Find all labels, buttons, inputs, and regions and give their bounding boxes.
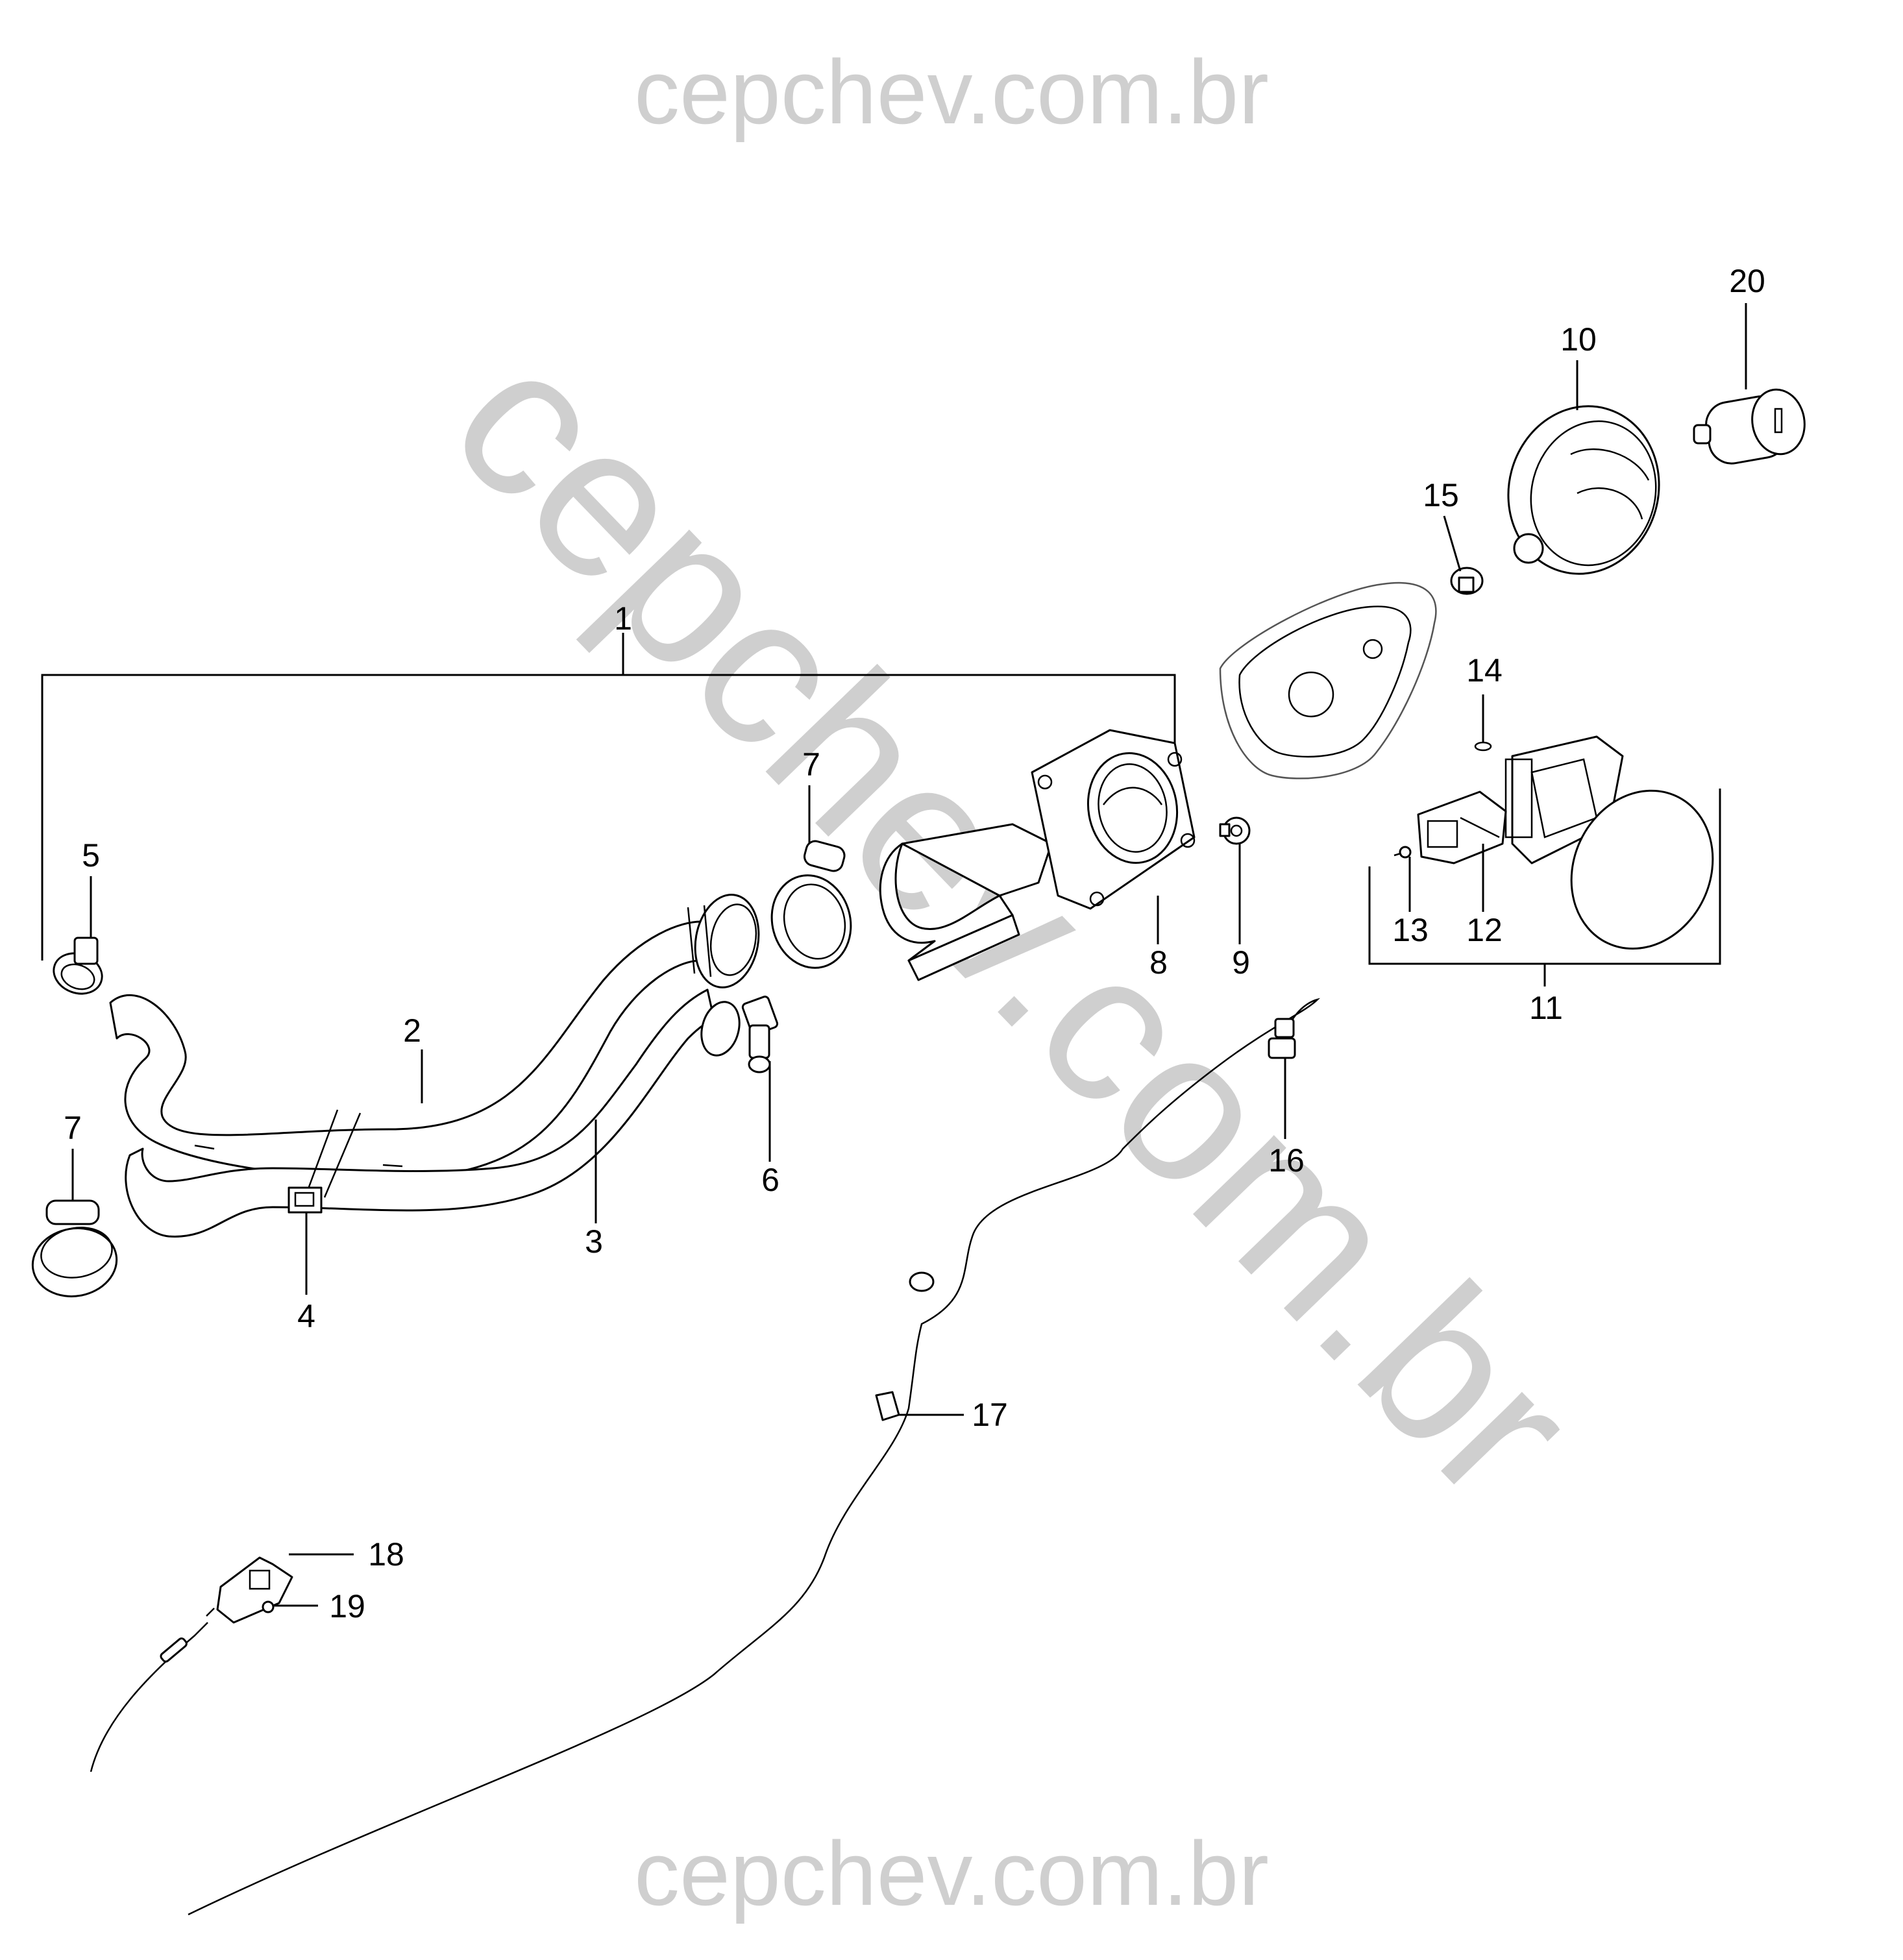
callout-3: 3 — [585, 1223, 603, 1260]
callout-11: 11 — [1529, 990, 1563, 1026]
callout-12: 12 — [1466, 912, 1503, 948]
callout-10: 10 — [1560, 321, 1597, 358]
filler-hose-2 — [109, 894, 760, 1179]
watermark-top: cepchev.com.br — [634, 41, 1269, 143]
callout-5: 5 — [82, 837, 100, 874]
callout-4: 4 — [297, 1298, 315, 1334]
fuel-cap-10 — [1507, 405, 1660, 575]
callout-16: 16 — [1268, 1142, 1305, 1179]
hose-clamp-6 — [741, 996, 779, 1073]
watermark-bottom: cepchev.com.br — [634, 1822, 1269, 1924]
callout-20: 20 — [1729, 263, 1765, 299]
callout-7a: 7 — [802, 746, 820, 783]
release-cable — [188, 998, 1321, 1916]
lock-cylinder-20 — [1693, 388, 1806, 465]
hose-clamp-7a — [770, 840, 852, 969]
hose-clamp-7b — [31, 1199, 118, 1297]
bolt-9 — [1219, 816, 1251, 845]
callout-1: 1 — [614, 600, 632, 637]
pin-14 — [1474, 741, 1492, 752]
fuel-door-housing — [1219, 582, 1437, 779]
fuel-door-panel — [1570, 789, 1714, 950]
bracket-11 — [1368, 789, 1721, 986]
release-lever-18 — [206, 1556, 293, 1624]
strap-clamp-4 — [288, 1109, 362, 1214]
nut-15 — [1450, 567, 1484, 595]
callout-6: 6 — [761, 1162, 780, 1198]
screw-13 — [1393, 846, 1412, 859]
actuator-12 — [1417, 790, 1507, 864]
callout-18: 18 — [368, 1536, 404, 1573]
callout-labels: 1 2 3 4 5 6 7 7 8 9 10 11 12 13 14 15 16… — [64, 263, 1765, 1624]
callout-7b: 7 — [64, 1110, 82, 1146]
callout-2: 2 — [403, 1012, 421, 1049]
screw-19 — [262, 1600, 275, 1613]
release-handle-cable — [90, 1622, 208, 1772]
callout-15: 15 — [1423, 477, 1459, 513]
callout-13: 13 — [1392, 912, 1429, 948]
hose-clamp-5 — [53, 937, 103, 995]
callout-14: 14 — [1466, 652, 1503, 689]
callout-9: 9 — [1232, 944, 1250, 981]
callout-19: 19 — [329, 1588, 365, 1624]
callout-8: 8 — [1149, 944, 1168, 981]
leader-lines — [71, 303, 1747, 1607]
cable-clip-17 — [875, 1391, 900, 1421]
filler-neck-housing-8 — [879, 729, 1196, 981]
callout-17: 17 — [972, 1397, 1008, 1433]
bracket-1 — [41, 633, 1176, 961]
filler-hose-3 — [125, 988, 741, 1238]
